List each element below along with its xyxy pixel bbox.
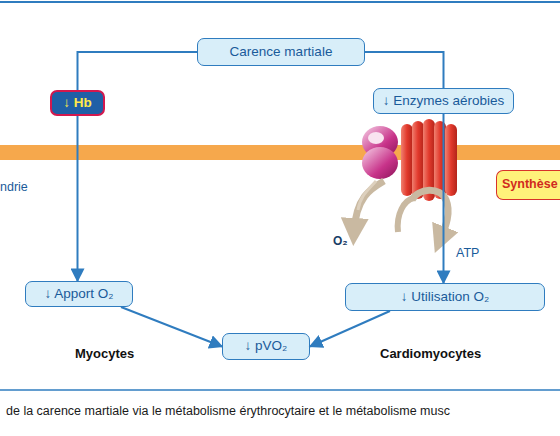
molecule-label: O₂ [333, 234, 348, 248]
molecule-label: ATP [456, 246, 479, 260]
connector-arrow [121, 307, 222, 347]
oxygen-flow-arrow [358, 181, 376, 210]
compartment-label: ndrie [0, 180, 28, 194]
connector-arrow [443, 114, 445, 283]
membrane-band [0, 145, 560, 160]
root-box: Carence martiale [197, 38, 365, 66]
box-text: Synthèse [502, 178, 558, 192]
box-text: ↓ Enzymes aérobies [383, 94, 505, 109]
atp-flow-arrow [398, 198, 414, 232]
box-text: ↓ Apport O₂ [44, 287, 113, 302]
cell-label: Cardiomyocytes [380, 346, 481, 361]
result-box: ↓ pVO₂ [222, 333, 310, 360]
connector-arrow [365, 52, 444, 88]
enzyme-box: ↓ Enzymes aérobies [373, 88, 514, 114]
oxidase-protein [362, 126, 398, 179]
connector-arrow [77, 116, 79, 281]
hemoglobin-box: ↓ Hb [50, 90, 105, 116]
caption-rule [0, 389, 560, 391]
process-box: ↓ Apport O₂ [25, 281, 133, 307]
box-text: ↓ Hb [63, 96, 92, 111]
process-box: ↓ Utilisation O₂ [345, 283, 545, 311]
connector-arrow [310, 311, 390, 347]
synthesis-box: Synthèse [496, 170, 560, 200]
atp-flow-arrow [412, 190, 448, 240]
box-text: ↓ Utilisation O₂ [401, 290, 490, 305]
box-text: ↓ pVO₂ [245, 339, 288, 354]
frame-line [0, 1, 560, 3]
oxygen-flow-arrow [354, 181, 384, 232]
connector-arrow [78, 52, 198, 90]
figure-caption: de la carence martiale via le métabolism… [6, 404, 450, 418]
box-text: Carence martiale [230, 45, 333, 60]
cell-label: Myocytes [75, 346, 134, 361]
